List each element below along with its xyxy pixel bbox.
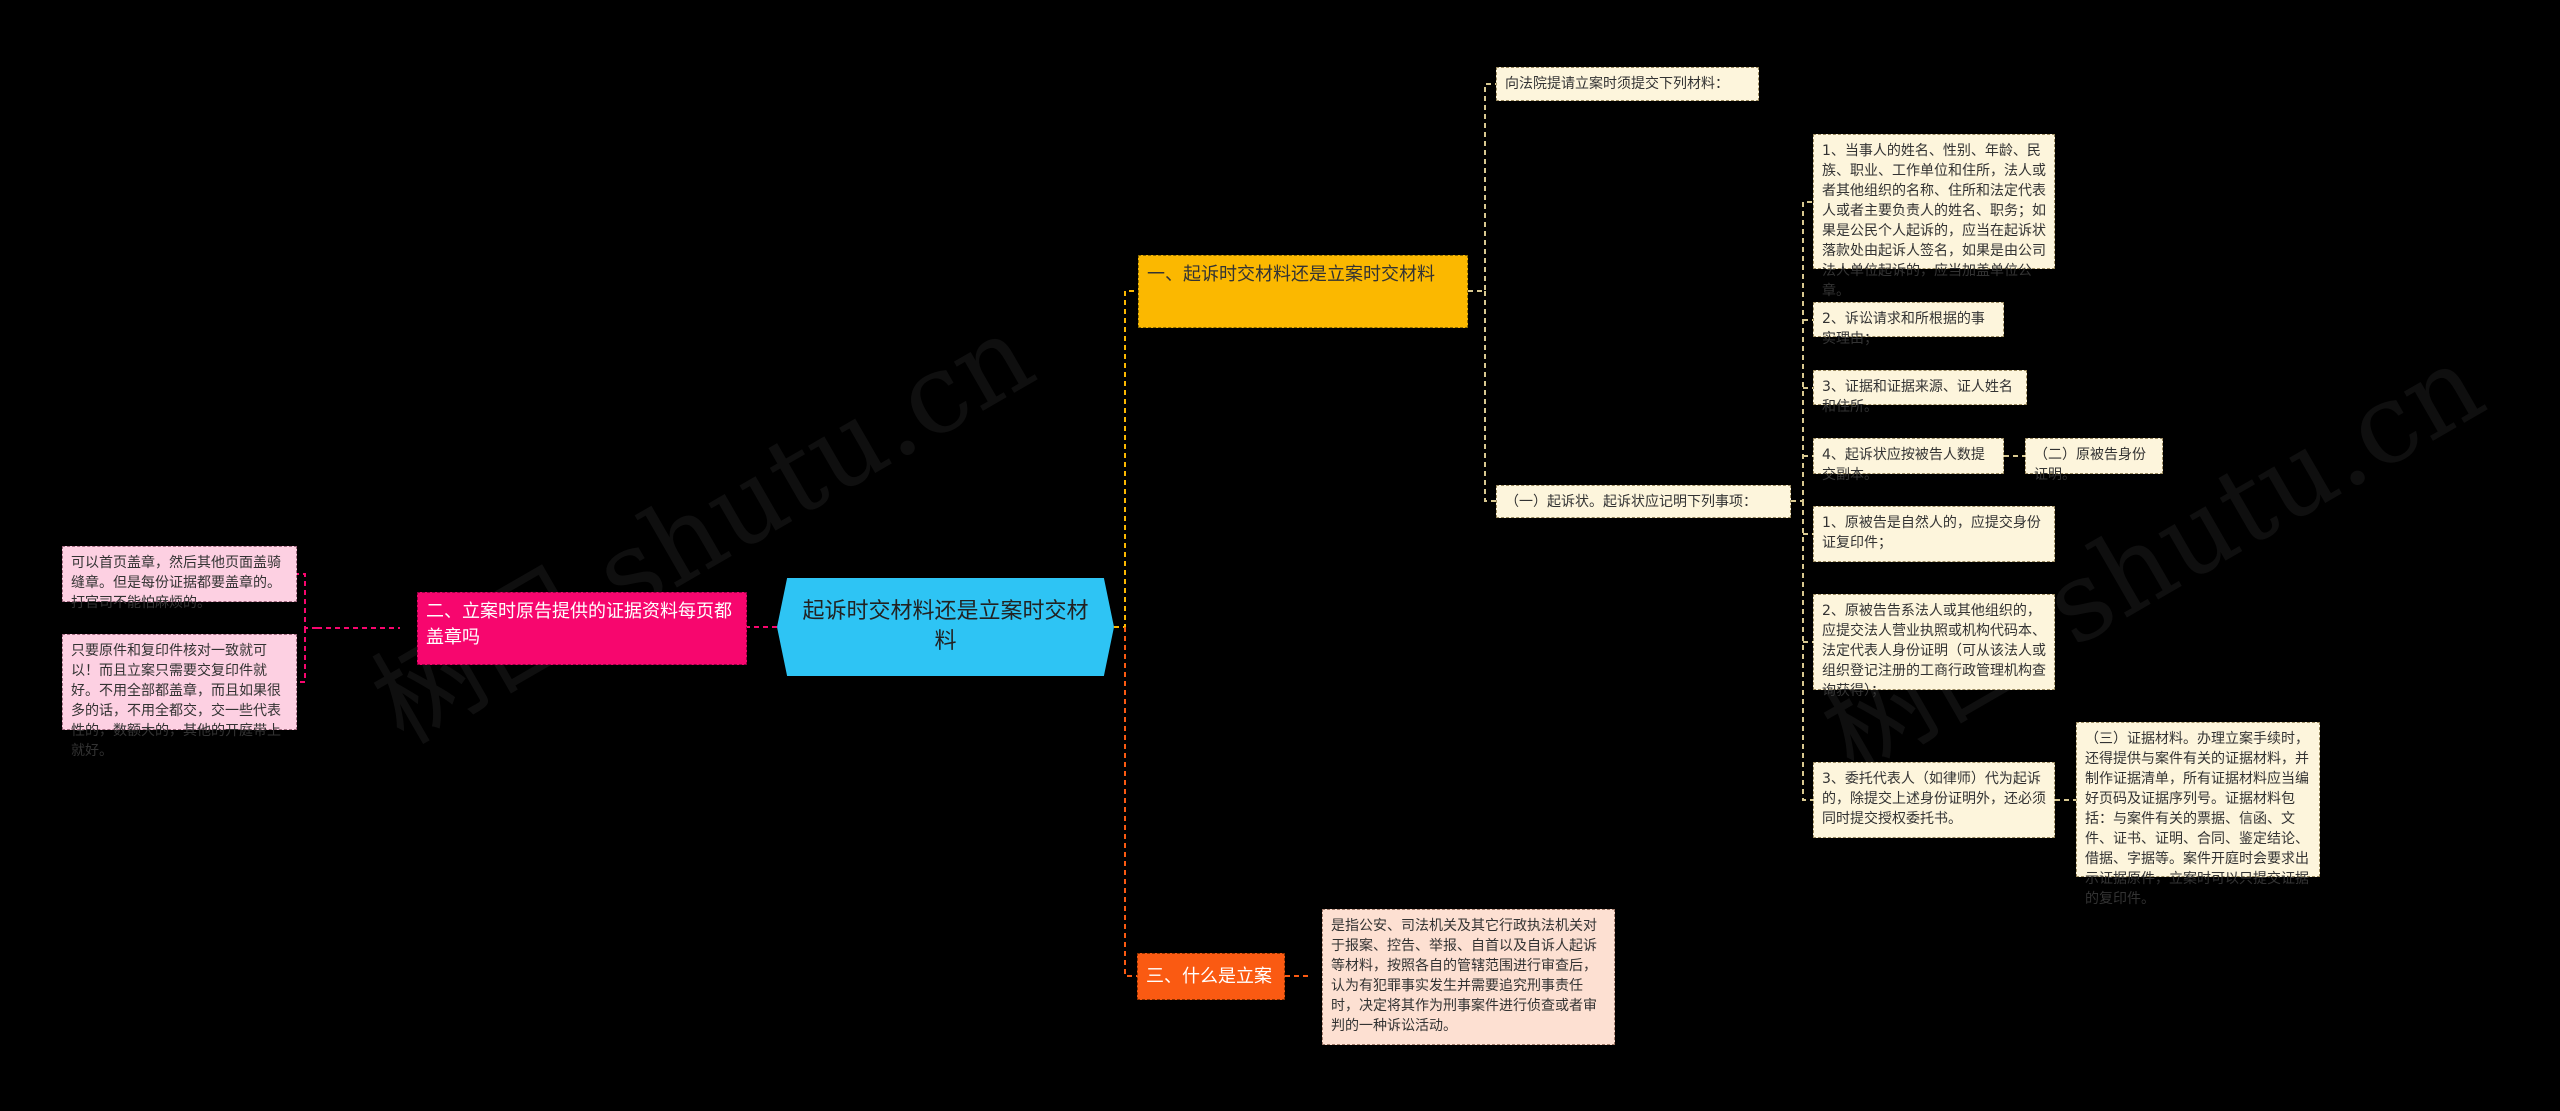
indictment-item[interactable]: 3、证据和证据来源、证人姓名和住所。 bbox=[1813, 370, 2027, 415]
indictment-item[interactable]: 4、起诉状应按被告人数提交副本。 bbox=[1813, 438, 2004, 483]
identity-item[interactable]: 1、原被告是自然人的，应提交身份证复印件； bbox=[1813, 506, 2055, 562]
central-topic-label: 起诉时交材料还是立案时交材料 bbox=[802, 599, 1089, 654]
branch-3-definition[interactable]: 是指公安、司法机关及其它行政执法机关对于报案、控告、举报、自首以及自诉人起诉等材… bbox=[1322, 909, 1615, 1045]
indictment-item[interactable]: 2、诉讼请求和所根据的事实理由； bbox=[1813, 302, 2004, 347]
branch-1-intro[interactable]: 向法院提请立案时须提交下列材料： bbox=[1496, 67, 1759, 101]
central-topic[interactable]: 起诉时交材料还是立案时交材料 bbox=[777, 578, 1114, 676]
branch-2-item[interactable]: 可以首页盖章，然后其他页面盖骑缝章。但是每份证据都要盖章的。打官司不能怕麻烦的。 bbox=[62, 546, 297, 611]
branch-2-item[interactable]: 只要原件和复印件核对一致就可以！而且立案只需要交复印件就好。不用全部都盖章，而且… bbox=[62, 634, 297, 759]
sub-topic-indictment[interactable]: （一）起诉状。起诉状应记明下列事项： bbox=[1496, 485, 1791, 518]
branch-1-topic[interactable]: 一、起诉时交材料还是立案时交材料 bbox=[1138, 255, 1468, 328]
sub-topic-identity-proof[interactable]: （二）原被告身份证明。 bbox=[2025, 438, 2163, 483]
sub-topic-evidence[interactable]: （三）证据材料。办理立案手续时，还得提供与案件有关的证据材料，并制作证据清单，所… bbox=[2076, 722, 2320, 907]
branch-3-topic[interactable]: 三、什么是立案 bbox=[1137, 953, 1285, 1000]
branch-2-topic[interactable]: 二、立案时原告提供的证据资料每页都盖章吗 bbox=[417, 592, 747, 665]
identity-item[interactable]: 3、委托代表人（如律师）代为起诉的，除提交上述身份证明外，还必须同时提交授权委托… bbox=[1813, 762, 2055, 838]
identity-item[interactable]: 2、原被告告系法人或其他组织的，应提交法人营业执照或机构代码本、法定代表人身份证… bbox=[1813, 594, 2055, 699]
indictment-item[interactable]: 1、当事人的姓名、性别、年龄、民族、职业、工作单位和住所，法人或者其他组织的名称… bbox=[1813, 134, 2055, 299]
